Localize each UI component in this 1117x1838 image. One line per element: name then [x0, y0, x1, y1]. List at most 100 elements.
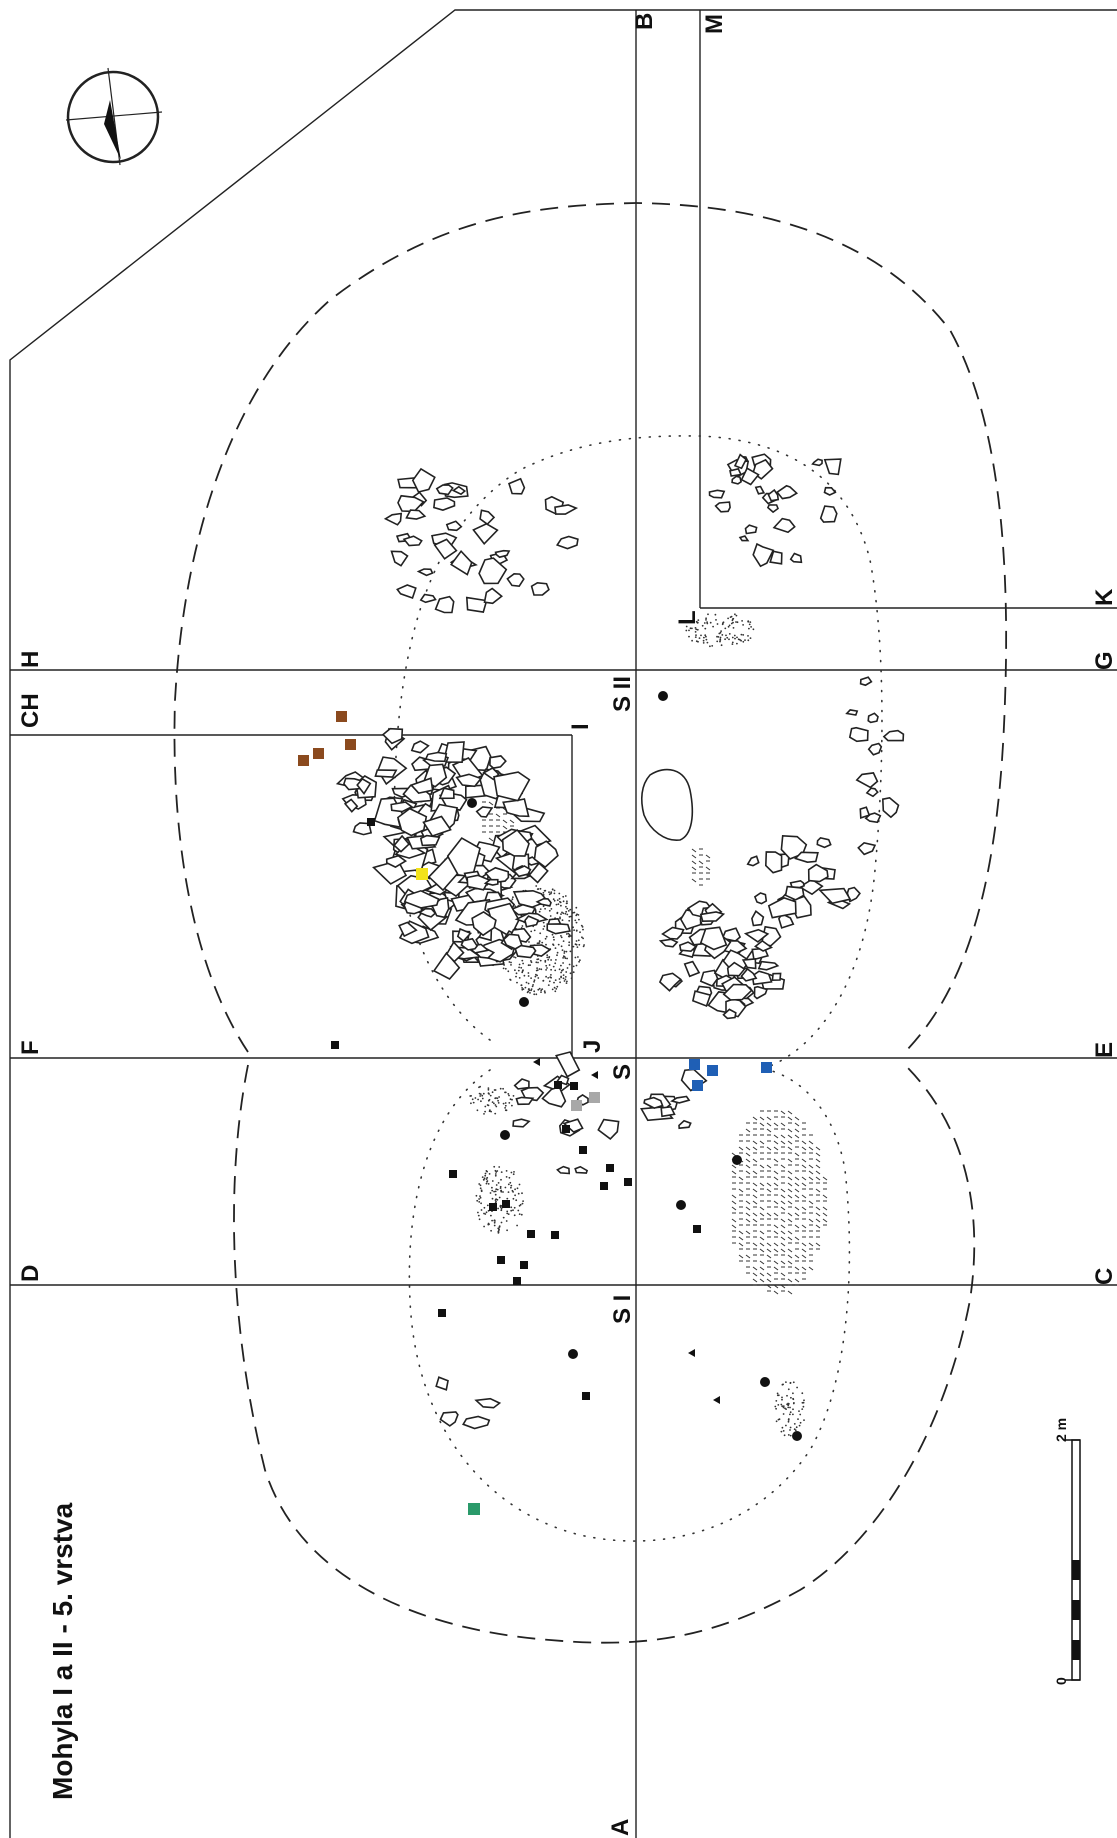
stipple-dot	[689, 627, 692, 630]
hatch-mark	[801, 1224, 807, 1229]
stipple-dot	[514, 1188, 516, 1191]
stipple-dot	[727, 625, 730, 628]
stipple-dot	[744, 639, 746, 641]
stipple-dot	[560, 913, 562, 915]
stones	[335, 453, 905, 1430]
stipple-dot	[504, 1107, 506, 1109]
blue-find	[689, 1059, 700, 1070]
black-square-find	[502, 1200, 510, 1208]
hatch-mark	[745, 1212, 751, 1217]
stipple-dot	[502, 1191, 504, 1193]
stipple-dot	[471, 1098, 474, 1101]
stone	[483, 878, 499, 886]
stipple-dot	[564, 957, 567, 960]
stipple-dot	[542, 979, 545, 982]
hatch-mark	[752, 1182, 758, 1187]
stipple-dot	[510, 961, 512, 964]
stone	[678, 941, 698, 953]
stipple-dot	[486, 1176, 489, 1179]
stipple-dot	[742, 634, 745, 636]
stipple-dot	[534, 975, 537, 978]
stipple-dot	[694, 631, 697, 633]
hatch-mark	[773, 1290, 779, 1295]
stone	[683, 960, 701, 978]
stipple-dot	[498, 1096, 500, 1098]
stipple-dot	[795, 1426, 798, 1429]
stipple-dot	[557, 943, 560, 946]
hatch-mark	[794, 1128, 800, 1133]
stipple-dot	[505, 1176, 508, 1178]
stipple-dot	[498, 1166, 501, 1168]
stipple-dot	[563, 980, 566, 982]
stipple-dot	[560, 975, 562, 978]
hatch-mark	[815, 1176, 821, 1181]
stipple-dot	[496, 1097, 499, 1100]
black-square-find	[551, 1231, 559, 1239]
stipple-dot	[579, 931, 581, 934]
stipple-dot	[685, 629, 688, 632]
hatch-mark	[787, 1254, 793, 1259]
stipple-dot	[565, 902, 568, 905]
stipple-dot	[554, 947, 557, 949]
stipple-dot	[493, 1221, 496, 1224]
stone	[554, 504, 579, 515]
hatch-mark	[801, 1242, 807, 1247]
hatch-mark	[787, 1146, 793, 1151]
stipple-dot	[483, 1177, 486, 1180]
stone	[396, 584, 417, 600]
stipple-dot	[569, 950, 572, 953]
hatch-mark	[731, 1200, 737, 1205]
hatch-mark	[731, 1164, 737, 1169]
stone	[390, 550, 409, 567]
stipple-dot	[538, 940, 541, 942]
hatch-mark	[787, 1290, 793, 1295]
stipple-dot	[545, 975, 547, 978]
hatch-mark	[794, 1188, 800, 1193]
hatch-mark	[773, 1242, 779, 1247]
yellow-find	[416, 868, 428, 880]
black-dot-find	[760, 1377, 770, 1387]
stone	[383, 512, 403, 526]
stipple-dot	[556, 985, 559, 988]
stipple-dot	[493, 1219, 496, 1222]
hatch-mark	[773, 1266, 779, 1271]
stipple-dot	[798, 1410, 800, 1412]
stipple-dot	[521, 971, 524, 974]
stipple-dot	[502, 1216, 505, 1219]
stone	[794, 851, 819, 864]
stipple-dot	[803, 1399, 805, 1402]
stipple-dot	[505, 1220, 508, 1222]
stipple-dot	[509, 1098, 512, 1101]
hatch-mark	[794, 1278, 800, 1283]
black-square-find	[579, 1146, 587, 1154]
stipple-dot	[792, 1402, 795, 1405]
stipple-dot	[562, 895, 565, 898]
stone	[772, 517, 796, 534]
stipple-dot	[521, 959, 524, 962]
hatch-mark	[780, 1206, 786, 1211]
hatch-mark	[731, 1218, 737, 1223]
stipple-dot	[565, 950, 568, 953]
stipple-dot	[547, 958, 550, 961]
hatch-mark	[780, 1218, 786, 1223]
stipple-dot	[509, 979, 512, 981]
hatch-mark	[787, 1116, 793, 1121]
stipple-dot	[521, 1192, 523, 1195]
stipple-dot	[576, 946, 579, 948]
stone	[699, 926, 728, 951]
hatch-mark	[502, 825, 508, 830]
stipple-dot	[792, 1408, 794, 1411]
stone	[767, 488, 780, 502]
stone	[556, 1165, 571, 1175]
stone	[767, 897, 797, 919]
stipple-dot	[775, 1400, 778, 1402]
stipple-dot	[562, 912, 565, 915]
stipple-dot	[789, 1411, 792, 1414]
stone	[818, 887, 852, 905]
stone	[562, 1118, 584, 1133]
stipple-dot	[497, 1102, 500, 1104]
stipple-dot	[552, 965, 555, 968]
stipple-dot	[747, 635, 749, 637]
black-dot-find	[467, 798, 477, 808]
stipple-dot	[511, 1104, 513, 1107]
